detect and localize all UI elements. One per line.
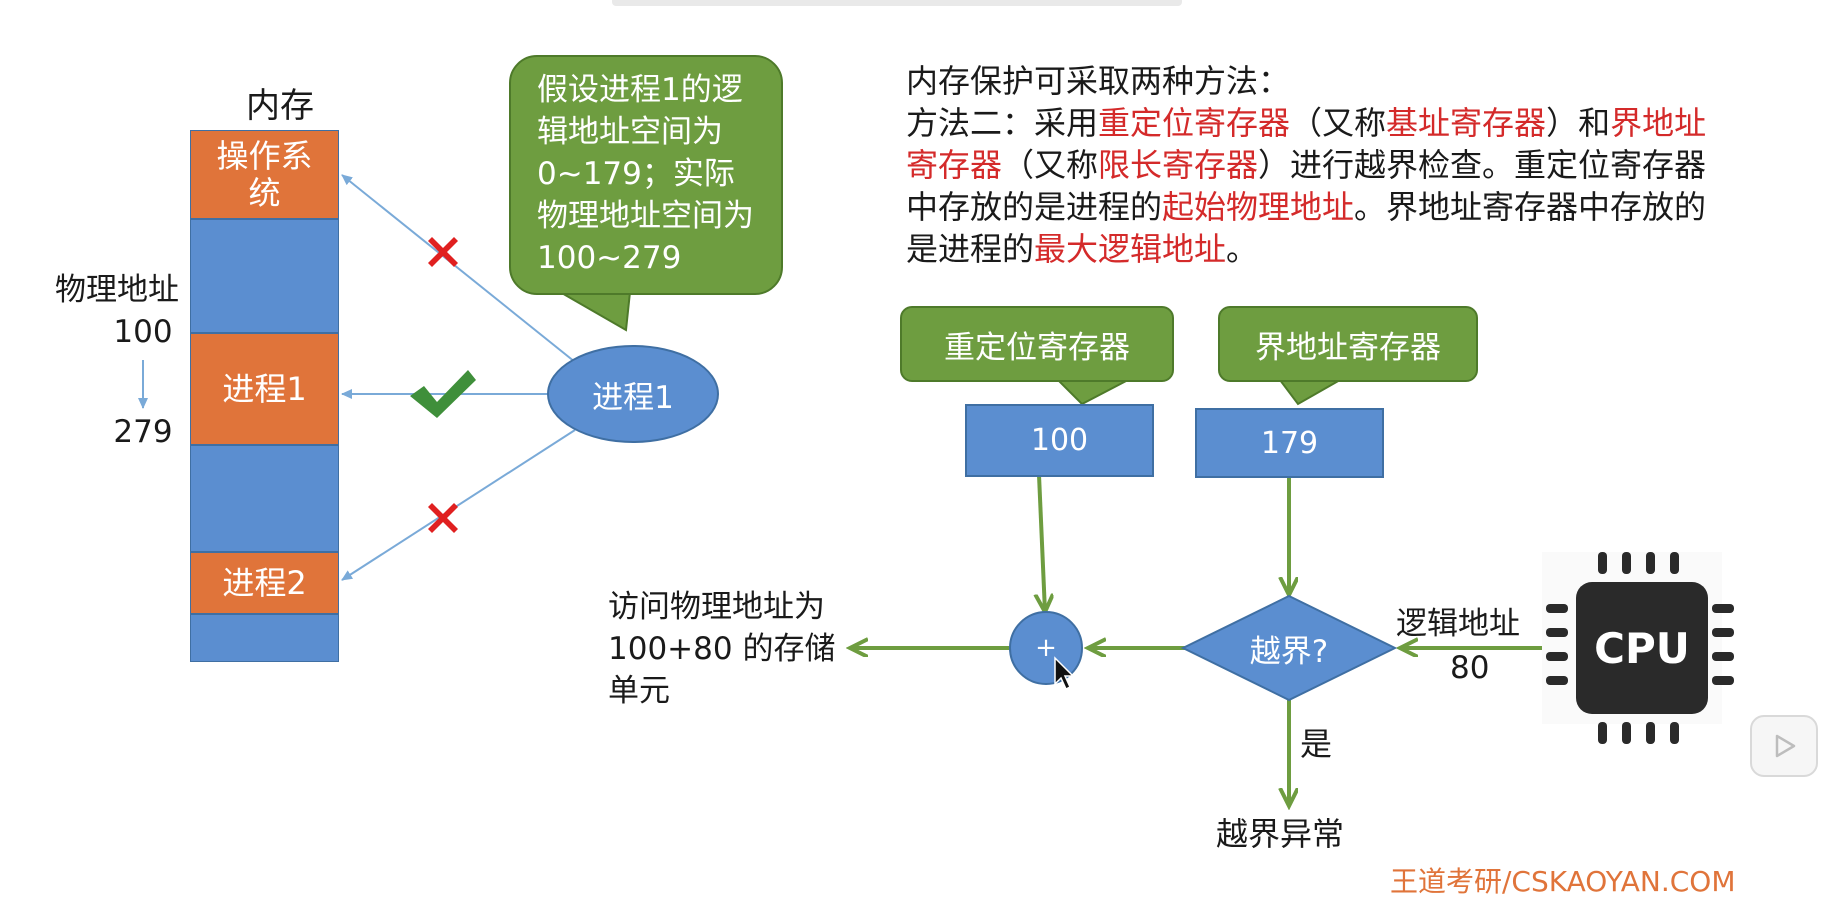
term-limit-register: 界地址寄存器 xyxy=(906,104,1707,184)
relocation-register-value: 100 xyxy=(1030,423,1089,458)
relocation-register-box: 100 xyxy=(965,404,1154,477)
description-text: （又称 xyxy=(1002,146,1099,184)
memory-block-free xyxy=(190,614,339,662)
assumption-callout-tail xyxy=(556,291,632,332)
exception-label: 越界异常 xyxy=(1216,815,1345,853)
memory-block-process2: 进程2 xyxy=(190,552,339,614)
memory-title: 内存 xyxy=(246,86,314,126)
limit-register-callout: 界地址寄存器 xyxy=(1218,306,1478,382)
diagram-graphics xyxy=(138,174,1734,877)
logical-address-label: 逻辑地址 xyxy=(1396,606,1520,642)
process-node: 进程1 xyxy=(548,346,718,442)
yes-label: 是 xyxy=(1300,725,1333,763)
description-text: ）进行越界检查。重定位寄存器中存放的是进程的 xyxy=(906,146,1707,226)
description-text: 。 xyxy=(1226,230,1259,268)
method-description: 内存保护可采取两种方法： 方法二：采用重定位寄存器（又称基址寄存器）和界地址寄存… xyxy=(906,60,1736,270)
arrow-reloc-to-adder xyxy=(1039,474,1045,612)
limit-register-label: 界地址寄存器 xyxy=(1255,329,1441,366)
adder-node: + xyxy=(1010,612,1082,684)
description-text: ）和 xyxy=(1546,104,1611,142)
phys-addr-end: 279 xyxy=(113,414,173,450)
relocation-register-label: 重定位寄存器 xyxy=(944,329,1130,366)
limit-register-value: 179 xyxy=(1260,425,1319,461)
check-icon xyxy=(410,370,476,418)
memory-block-os: 操作系统 xyxy=(190,130,339,219)
cross-icon xyxy=(428,237,458,267)
arrow-to-os xyxy=(341,174,576,363)
term-base-register: 基址寄存器 xyxy=(1386,104,1547,142)
watermark: 王道考研/CSKAOYAN.COM xyxy=(1390,865,1736,898)
cross-icon xyxy=(428,503,458,533)
limit-register-box: 179 xyxy=(1195,408,1384,478)
process-node-shape xyxy=(547,345,719,443)
limit-callout-tail xyxy=(1278,379,1344,406)
description-text: （又称 xyxy=(1290,104,1387,142)
phys-addr-label: 物理地址 xyxy=(55,272,179,308)
term-max-logical-address: 最大逻辑地址 xyxy=(1034,230,1227,268)
top-tab-strip xyxy=(612,0,1182,6)
phys-addr-start: 100 xyxy=(113,314,173,350)
access-physical-address-text: 访问物理地址为 100+80 的存储单元 xyxy=(608,589,836,709)
term-relocation-register: 重定位寄存器 xyxy=(1098,104,1291,142)
description-text: 。界地址寄存器中存放的是进程的 xyxy=(906,188,1707,268)
description-body: 方法二：采用重定位寄存器（又称基址寄存器）和界地址寄存器（又称限长寄存器）进行越… xyxy=(906,102,1736,270)
adder-symbol: + xyxy=(1035,633,1057,663)
play-icon xyxy=(1775,734,1796,758)
relocation-callout-tail xyxy=(1055,379,1129,406)
memory-block-process2-label: 进程2 xyxy=(222,563,307,602)
description-text: 方法二：采用 xyxy=(906,104,1099,142)
bounds-check-node: 越界? xyxy=(1200,620,1378,676)
arrow-to-process2 xyxy=(341,429,576,581)
assumption-callout-text: 假设进程1的逻辑地址空间为 0~179；实际物理地址空间为 100~279 xyxy=(537,72,754,276)
logical-address-value: 80 xyxy=(1450,650,1490,686)
description-heading: 内存保护可采取两种方法： xyxy=(906,62,1291,100)
memory-block-os-label: 操作系统 xyxy=(216,136,313,212)
memory-block-process1-label: 进程1 xyxy=(222,369,307,408)
relocation-register-callout: 重定位寄存器 xyxy=(900,306,1174,382)
cpu-chip-icon xyxy=(1542,552,1734,744)
memory-block-free xyxy=(190,219,339,333)
memory-block-free xyxy=(190,445,339,552)
assumption-callout: 假设进程1的逻辑地址空间为 0~179；实际物理地址空间为 100~279 xyxy=(509,55,783,295)
cpu-label: CPU xyxy=(1594,623,1690,673)
check-diamond-shape xyxy=(1180,594,1398,702)
process-node-label: 进程1 xyxy=(592,379,674,416)
term-length-register: 限长寄存器 xyxy=(1098,146,1259,184)
memory-block-process1: 进程1 xyxy=(190,333,339,445)
mouse-pointer-icon xyxy=(1054,656,1075,691)
term-start-physical-address: 起始物理地址 xyxy=(1162,188,1355,226)
video-player-button[interactable] xyxy=(1750,715,1818,777)
bounds-check-label: 越界? xyxy=(1249,633,1329,670)
